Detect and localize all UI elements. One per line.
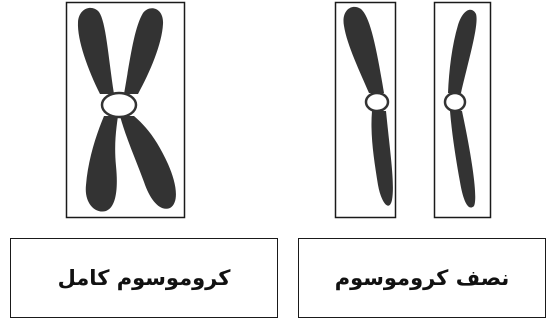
chromatid-half-left-lower — [371, 111, 392, 206]
half-chromosome-left — [343, 7, 392, 206]
centromere-half-right — [445, 93, 465, 111]
chromatid-half-right-lower — [450, 111, 475, 208]
full-chromosome-label-box: كروموسوم كامل — [10, 238, 278, 318]
chromatid-half-left-upper — [343, 7, 384, 93]
chromatid-upper-right — [124, 8, 163, 94]
chromatid-lower-left — [86, 116, 118, 211]
half-chromosome-right — [445, 10, 477, 208]
chromatid-lower-right — [120, 116, 176, 209]
chromatid-half-right-upper — [448, 10, 477, 93]
chromatid-upper-left — [78, 8, 114, 94]
full-chromosome — [78, 8, 176, 212]
half-chromosome-label: نصف كروموسوم — [335, 266, 510, 290]
centromere-full — [102, 93, 136, 117]
half-chromosome-label-box: نصف كروموسوم — [298, 238, 546, 318]
centromere-half-left — [366, 93, 388, 111]
full-chromosome-label: كروموسوم كامل — [58, 266, 231, 290]
